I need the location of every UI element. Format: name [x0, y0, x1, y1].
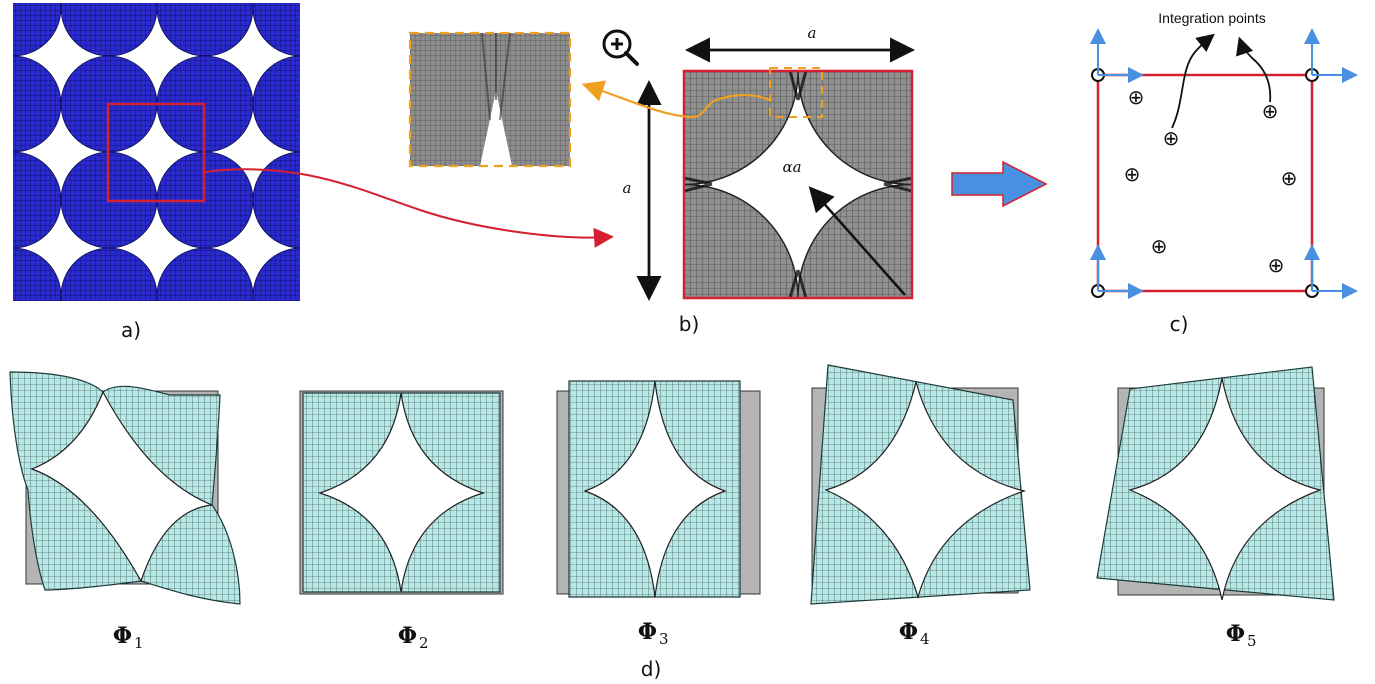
lattice-inclusion	[252, 3, 300, 57]
zoom-link-arrow	[581, 80, 771, 119]
zoom-in-icon	[602, 29, 639, 66]
mode-label-3: Φ 3	[638, 619, 669, 648]
integration-point: ⊕	[1151, 234, 1168, 258]
mode-symbol: Φ	[113, 623, 132, 649]
mode-label-5: Φ 5	[1226, 621, 1257, 650]
mode-symbol: Φ	[638, 619, 657, 645]
cell-extraction-arrow	[203, 168, 614, 248]
lattice-mesh	[13, 3, 300, 301]
integration-point: ⊕	[1268, 253, 1285, 277]
pointer-arrow-right	[1236, 36, 1272, 103]
mode-symbol: Φ	[1226, 621, 1245, 647]
integration-point: ⊕	[1163, 126, 1180, 150]
dim-left-label: a	[623, 179, 632, 197]
mode-index: 4	[920, 630, 930, 648]
dim-top-label: a	[808, 24, 817, 42]
mode-symbol: Φ	[899, 619, 918, 645]
integration-point: ⊕	[1128, 85, 1145, 109]
lattice-inclusion	[252, 55, 300, 153]
lattice-inclusion	[252, 247, 300, 301]
panel-d-modes	[9, 364, 1335, 605]
integration-point: ⊕	[1262, 99, 1279, 123]
lattice-background	[13, 3, 300, 301]
mode-3	[556, 380, 761, 598]
mode-index: 2	[419, 634, 429, 652]
element-boundary	[1096, 73, 1314, 293]
mode-5	[1096, 366, 1335, 601]
zoom-inset	[408, 31, 572, 168]
integration-point: ⊕	[1281, 166, 1298, 190]
panel-b-unit-cell: a a αa	[408, 24, 915, 301]
mode-index: 1	[134, 634, 144, 652]
mode-2	[299, 390, 504, 595]
label-a: a)	[121, 318, 141, 342]
mode-label-2: Φ 2	[398, 623, 429, 652]
radius-arrow	[808, 186, 906, 296]
zoom-region-box	[769, 67, 823, 118]
lattice-inclusion	[156, 247, 254, 301]
mode-index: 3	[659, 630, 669, 648]
panel-a-lattice	[13, 3, 614, 301]
mode-4	[810, 364, 1031, 605]
integration-points-label: Integration points	[1158, 10, 1265, 26]
mode-label-4: Φ 4	[899, 619, 930, 648]
mode-index: 5	[1247, 632, 1257, 650]
panel-c-integration: Integration points ⊕ ⊕ ⊕ ⊕ ⊕ ⊕ ⊕	[1090, 10, 1358, 299]
radius-label: αa	[782, 158, 801, 176]
node-axes	[1090, 28, 1358, 299]
unit-cell-border	[682, 69, 914, 300]
label-d: d)	[641, 657, 662, 681]
lattice-inclusion	[252, 151, 300, 249]
right-arrow-icon	[951, 160, 1048, 208]
mode-label-1: Φ 1	[113, 623, 144, 652]
mode-symbol: Φ	[398, 623, 417, 649]
label-c: c)	[1170, 312, 1189, 336]
unit-cell-highlight	[106, 102, 206, 203]
mode-1	[9, 371, 241, 605]
lattice-inclusion	[60, 247, 158, 301]
integration-point: ⊕	[1124, 162, 1141, 186]
label-b: b)	[679, 312, 700, 336]
pointer-arrow-left	[1171, 33, 1215, 129]
